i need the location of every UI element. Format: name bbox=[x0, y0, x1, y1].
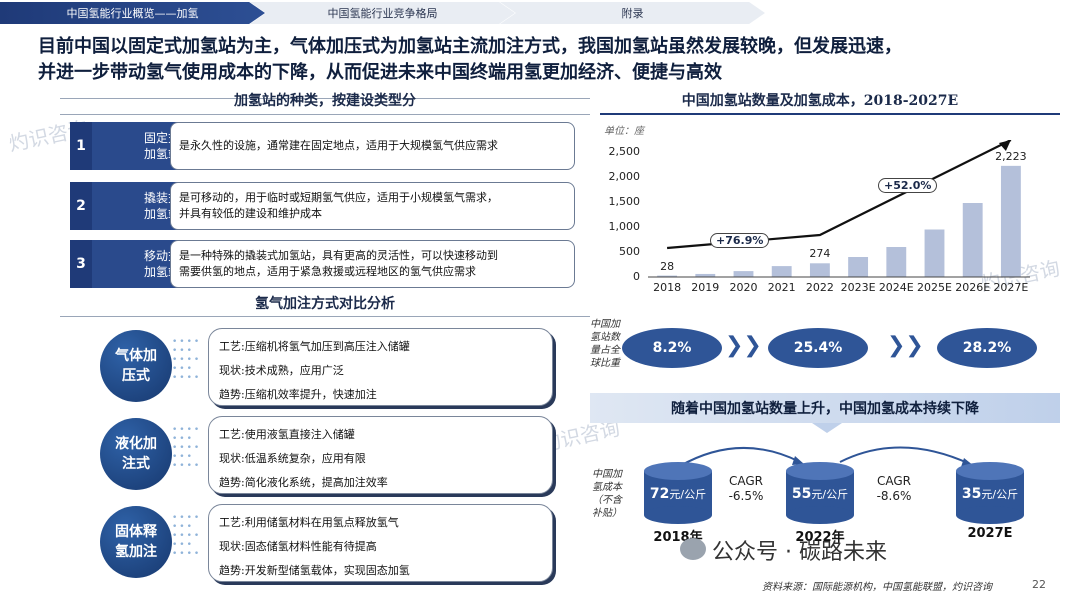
cost-label: 中国加氢成本（不含补贴） bbox=[592, 469, 622, 519]
cagr-2: CAGR-8.6% bbox=[876, 474, 912, 503]
source-note: 资料来源：国际能源机构，中国氢能联盟，灼识咨询 bbox=[762, 582, 992, 593]
chevron-right-icon: ❯❯ bbox=[887, 333, 924, 358]
bar-2019 bbox=[695, 273, 716, 277]
method-liquid: 液化加注式 bbox=[100, 418, 172, 490]
method-card: 工艺:使用液氢直接注入储罐 现状:低温系统复杂，应用有限 趋势:简化液化系统，提… bbox=[208, 416, 553, 494]
chart-unit: 单位：座 bbox=[604, 126, 644, 137]
bar-2018 bbox=[657, 275, 678, 277]
y-tick-label: 1,000 bbox=[608, 220, 641, 233]
growth-annotation-2: +52.0% bbox=[878, 178, 938, 193]
bar-2020 bbox=[733, 271, 754, 277]
bar-2026E bbox=[962, 203, 983, 277]
number-badge: 3 bbox=[70, 240, 92, 288]
x-tick-label: 2023E bbox=[840, 281, 876, 294]
method-gas-compression: 气体加压式 bbox=[100, 330, 172, 402]
tab-appendix[interactable]: 附录 bbox=[500, 2, 765, 24]
divider bbox=[60, 98, 590, 99]
bar-2027E bbox=[1000, 165, 1021, 277]
trend-arrow-head bbox=[998, 140, 1011, 151]
number-badge: 1 bbox=[70, 122, 92, 170]
x-tick-label: 2022 bbox=[805, 281, 834, 294]
chart-title: 中国加氢站数量及加氢成本，2018-2027E bbox=[681, 93, 959, 109]
share-2018: 8.2% bbox=[622, 328, 722, 368]
bar-2022 bbox=[809, 263, 830, 277]
cagr-1: CAGR-6.5% bbox=[728, 474, 764, 503]
dots-decoration: •••••••••••••••••• bbox=[172, 425, 202, 471]
methods-title: 氢气加注方式对比分析 bbox=[255, 296, 395, 312]
divider bbox=[60, 316, 590, 317]
cost-cylinder-2027: 35元/公斤 bbox=[956, 462, 1024, 524]
wechat-account: 公众号 · 碳路未来 bbox=[712, 540, 887, 565]
share-label: 中国加氢站数量占全球比重 bbox=[590, 319, 620, 369]
station-type-3: 3 移动式加氢站 是一种特殊的撬装式加氢站，具有更高的灵活性，可以快速移动到需要… bbox=[70, 240, 575, 288]
station-type-desc: 是一种特殊的撬装式加氢站，具有更高的灵活性，可以快速移动到需要供氢的地点，适用于… bbox=[170, 240, 575, 288]
method-status: 现状:固态储氢材料性能有待提高 bbox=[219, 540, 377, 553]
x-tick-label: 2025E bbox=[917, 281, 952, 294]
tab-overview-hydrogen[interactable]: 中国氢能行业概览——加氢 bbox=[0, 2, 265, 24]
number-badge: 2 bbox=[70, 182, 92, 230]
wechat-icon bbox=[680, 538, 706, 560]
bar-value-label: 28 bbox=[660, 259, 675, 273]
growth-annotation-1: +76.9% bbox=[710, 233, 770, 248]
chevron-right-icon: ❯❯ bbox=[725, 333, 762, 358]
trend-arrow bbox=[667, 140, 1012, 250]
station-type-desc: 是可移动的，用于临时或短期氢气供应，适用于小规模氢气需求，并具有较低的建设和维护… bbox=[170, 182, 575, 230]
tab-competition[interactable]: 中国氢能行业竞争格局 bbox=[250, 2, 515, 24]
method-trend: 趋势:开发新型储氢载体，实现固态加氢 bbox=[219, 564, 410, 577]
divider bbox=[60, 114, 590, 115]
y-tick-label: 2,500 bbox=[608, 145, 641, 158]
cost-year: 2022年 bbox=[795, 530, 845, 545]
page-headline: 目前中国以固定式加氢站为主，气体加压式为加氢站主流加注方式，我国加氢站虽然发展较… bbox=[38, 36, 902, 83]
share-2022: 25.4% bbox=[768, 328, 868, 368]
x-tick-label: 2018 bbox=[653, 281, 682, 294]
divider bbox=[600, 113, 1060, 115]
banner-pointer bbox=[812, 423, 842, 433]
bar-2021 bbox=[771, 266, 792, 277]
station-type-desc: 是永久性的设施，通常建在固定地点，适用于大规模氢气供应需求 bbox=[170, 122, 575, 170]
method-process: 工艺:压缩机将氢气加压到高压注入储罐 bbox=[219, 340, 410, 353]
method-solid: 固体释氢加注 bbox=[100, 506, 172, 578]
bar-value-label: 274 bbox=[809, 247, 831, 261]
y-tick-label: 0 bbox=[633, 270, 640, 283]
share-2027: 28.2% bbox=[937, 328, 1037, 368]
method-process: 工艺:使用液氢直接注入储罐 bbox=[219, 428, 355, 441]
dots-decoration: •••••••••••••••••• bbox=[172, 337, 202, 383]
y-tick-label: 500 bbox=[619, 245, 640, 258]
station-types-title: 加氢站的种类，按建设类型分 bbox=[234, 93, 416, 109]
x-tick-label: 2020 bbox=[729, 281, 758, 294]
cost-year: 2027E bbox=[967, 526, 1013, 541]
bar-2023E bbox=[848, 257, 869, 277]
bar-2025E bbox=[924, 229, 945, 277]
dots-decoration: •••••••••••••••••• bbox=[172, 513, 202, 559]
x-tick-label: 2021 bbox=[767, 281, 796, 294]
x-tick-label: 2024E bbox=[878, 281, 914, 294]
x-tick-label: 2019 bbox=[691, 281, 720, 294]
method-card: 工艺:压缩机将氢气加压到高压注入储罐 现状:技术成熟，应用广泛 趋势:压缩机效率… bbox=[208, 328, 553, 406]
station-type-2: 2 撬装式加氢站 是可移动的，用于临时或短期氢气供应，适用于小规模氢气需求，并具… bbox=[70, 182, 575, 230]
method-card: 工艺:利用储氢材料在用氢点释放氢气 现状:固态储氢材料性能有待提高 趋势:开发新… bbox=[208, 504, 553, 582]
method-process: 工艺:利用储氢材料在用氢点释放氢气 bbox=[219, 516, 399, 529]
cost-banner: 随着中国加氢站数量上升，中国加氢成本持续下降 bbox=[590, 393, 1060, 423]
page-number: 22 bbox=[1032, 578, 1046, 591]
method-status: 现状:低温系统复杂，应用有限 bbox=[219, 452, 366, 465]
bar-value-label: 2,223 bbox=[995, 149, 1027, 163]
y-tick-label: 2,000 bbox=[608, 170, 641, 183]
cost-cylinder-2022: 55元/公斤 bbox=[786, 462, 854, 524]
bar-chart bbox=[648, 140, 1030, 278]
x-tick-label: 2026E bbox=[955, 281, 991, 294]
method-trend: 趋势:压缩机效率提升，快速加注 bbox=[219, 388, 377, 401]
method-trend: 趋势:简化液化系统，提高加注效率 bbox=[219, 476, 388, 489]
cost-cylinder-2018: 72元/公斤 bbox=[644, 462, 712, 524]
bar-2024E bbox=[886, 247, 907, 277]
method-status: 现状:技术成熟，应用广泛 bbox=[219, 364, 344, 377]
y-tick-label: 1,500 bbox=[608, 195, 641, 208]
station-type-1: 1 固定式加氢站 是永久性的设施，通常建在固定地点，适用于大规模氢气供应需求 bbox=[70, 122, 575, 170]
x-tick-label: 2027E bbox=[993, 281, 1029, 294]
